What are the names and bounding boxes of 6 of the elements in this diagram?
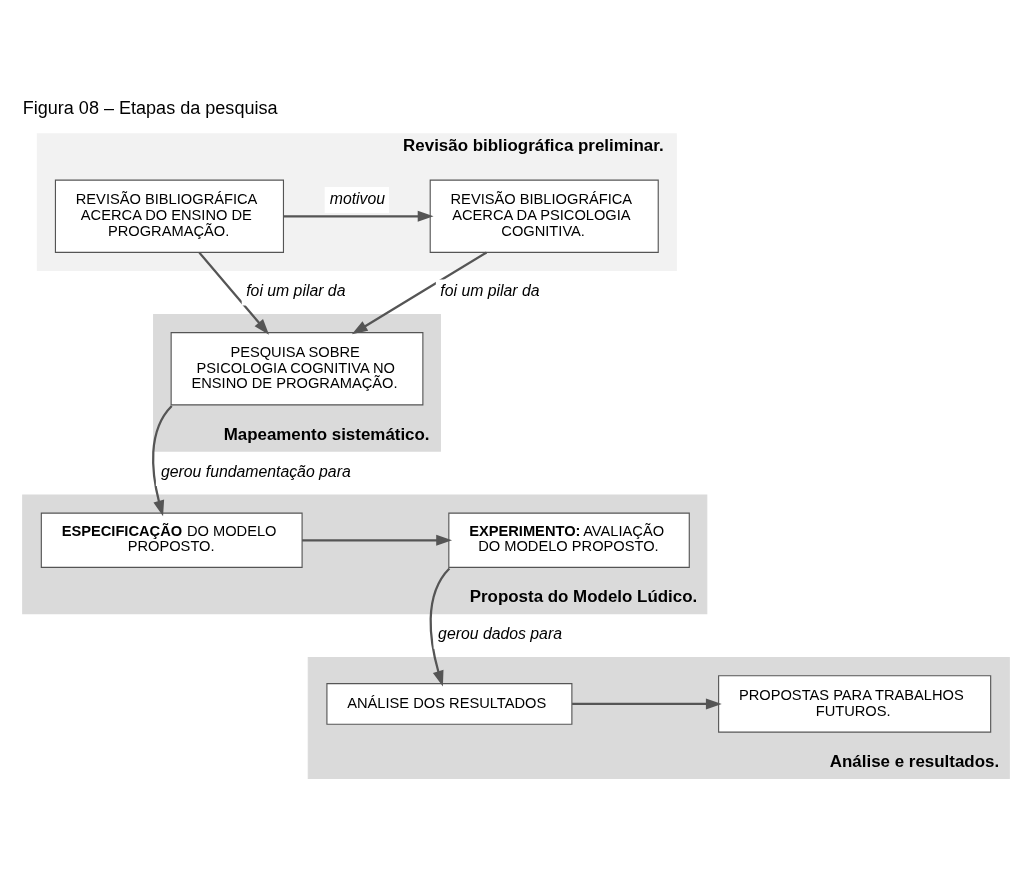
diagram-title: Figura 08 – Etapas da pesquisa	[22, 97, 278, 118]
edge-label: motivou	[329, 189, 385, 207]
edge-label: gerou dados para	[437, 624, 562, 642]
edge-label: gerou fundamentação para	[160, 462, 351, 480]
edge-label: foi um pilar da	[245, 281, 345, 299]
edge-label: foi um pilar da	[439, 281, 540, 299]
